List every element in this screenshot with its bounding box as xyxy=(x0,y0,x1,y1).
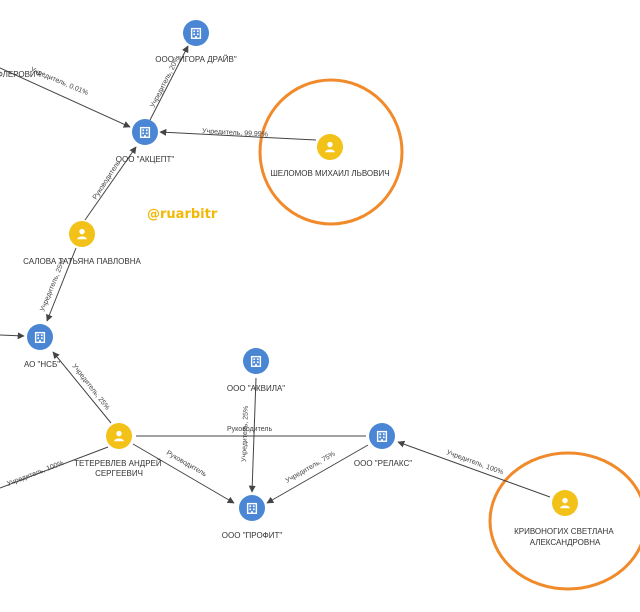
node-teterevlev[interactable]: ТЕТЕРЕВЛЕВ АНДРЕЙ СЕРГЕЕВИЧ xyxy=(74,423,164,478)
node-shelomov[interactable]: ШЕЛОМОВ МИХАИЛ ЛЬВОВИЧ xyxy=(270,134,390,178)
highlight-layer xyxy=(258,78,640,591)
node-label-teterevlev-line-1: ТЕТЕРЕВЛЕВ АНДРЕЙ xyxy=(74,459,162,468)
node-label-salova: САЛОВА ТАТЬЯНА ПАВЛОВНА xyxy=(23,257,141,266)
node-relaks[interactable]: ООО "РЕЛАКС" xyxy=(354,423,412,468)
node-label-profit: ООО "ПРОФИТ" xyxy=(222,531,283,540)
node-label-relaks: ООО "РЕЛАКС" xyxy=(354,459,412,468)
edge-label-teterevlev-profit: Руководитель xyxy=(165,450,208,479)
highlight-ring-krivonogikh xyxy=(488,451,640,591)
node-igora-drayv[interactable]: ООО "ИГОРА ДРАЙВ" xyxy=(155,20,237,64)
node-profit[interactable]: ООО "ПРОФИТ" xyxy=(222,495,283,540)
node-label-shelomov: ШЕЛОМОВ МИХАИЛ ЛЬВОВИЧ xyxy=(270,169,389,178)
watermark: @ruarbitr xyxy=(147,207,218,222)
edge-salova-aktsept xyxy=(84,146,137,221)
edge-label-teterevlev-relaks: Руководитель xyxy=(227,426,272,433)
edge-teterevlev-profit xyxy=(132,443,235,504)
edge-offscreen-teterevlev xyxy=(0,446,109,489)
node-label-krivonogikh: КРИВОНОГИХ СВЕТЛАНА АЛЕКСАНДРОВНА xyxy=(514,527,616,547)
node-label-nsb: АО "НСБ" xyxy=(24,360,60,369)
edge-label-offscreen-teterevlev: Учредитель, 100% xyxy=(6,460,65,488)
edge-layer: Учредитель, 20% Учредитель, 0.01% Учреди… xyxy=(0,45,551,504)
edge-relaks-profit xyxy=(266,444,369,504)
edge-shelomov-aktsept xyxy=(159,128,317,141)
edge-flerovich-aktsept xyxy=(0,67,131,128)
node-label-teterevlev: ТЕТЕРЕВЛЕВ АНДРЕЙ СЕРГЕЕВИЧ xyxy=(74,459,164,478)
edge-salova-nsb xyxy=(46,247,77,322)
highlight-ring-shelomov xyxy=(258,78,404,226)
node-krivonogikh[interactable]: КРИВОНОГИХ СВЕТЛАНА АЛЕКСАНДРОВНА xyxy=(514,490,616,547)
node-label-teterevlev-line-2: СЕРГЕЕВИЧ xyxy=(95,469,143,478)
node-label-akvila: ООО "АКВИЛА" xyxy=(227,384,285,393)
node-akvila[interactable]: ООО "АКВИЛА" xyxy=(227,348,285,393)
node-label-krivonogikh-line-1: КРИВОНОГИХ СВЕТЛАНА xyxy=(514,527,614,536)
edge-label-krivonogikh-relaks: Учредитель, 100% xyxy=(445,449,504,476)
edge-label-teterevlev-nsb: Учредитель, 25% xyxy=(70,363,110,412)
edge-krivonogikh-relaks xyxy=(397,440,551,498)
node-label-aktsept: ООО "АКЦЕПТ" xyxy=(116,155,175,164)
node-salova[interactable]: САЛОВА ТАТЬЯНА ПАВЛОВНА xyxy=(23,221,142,266)
node-layer: ООО "ИГОРА ДРАЙВ" ООО "АКЦЕПТ" ШЕЛОМОВ М… xyxy=(0,20,616,547)
edge-aktsept-igora xyxy=(149,45,189,121)
edge-label-shelomov-aktsept: Учредитель, 99.99% xyxy=(202,128,268,138)
node-label-krivonogikh-line-2: АЛЕКСАНДРОВНА xyxy=(530,538,601,547)
node-nsb[interactable]: АО "НСБ" xyxy=(24,324,60,369)
edge-akvila-profit xyxy=(248,377,257,493)
node-label-flerovich: ФЛЕРОВИЧ xyxy=(0,70,41,79)
node-aktsept[interactable]: ООО "АКЦЕПТ" xyxy=(116,119,175,164)
edge-label-salova-aktsept: Руководитель xyxy=(92,159,123,201)
edge-teterevlev-nsb xyxy=(52,351,112,424)
edge-offscreen-nsb xyxy=(0,332,25,340)
edge-label-akvila-profit: Учредитель, 25% xyxy=(241,406,250,462)
node-label-igora-drayv: ООО "ИГОРА ДРАЙВ" xyxy=(155,55,237,64)
